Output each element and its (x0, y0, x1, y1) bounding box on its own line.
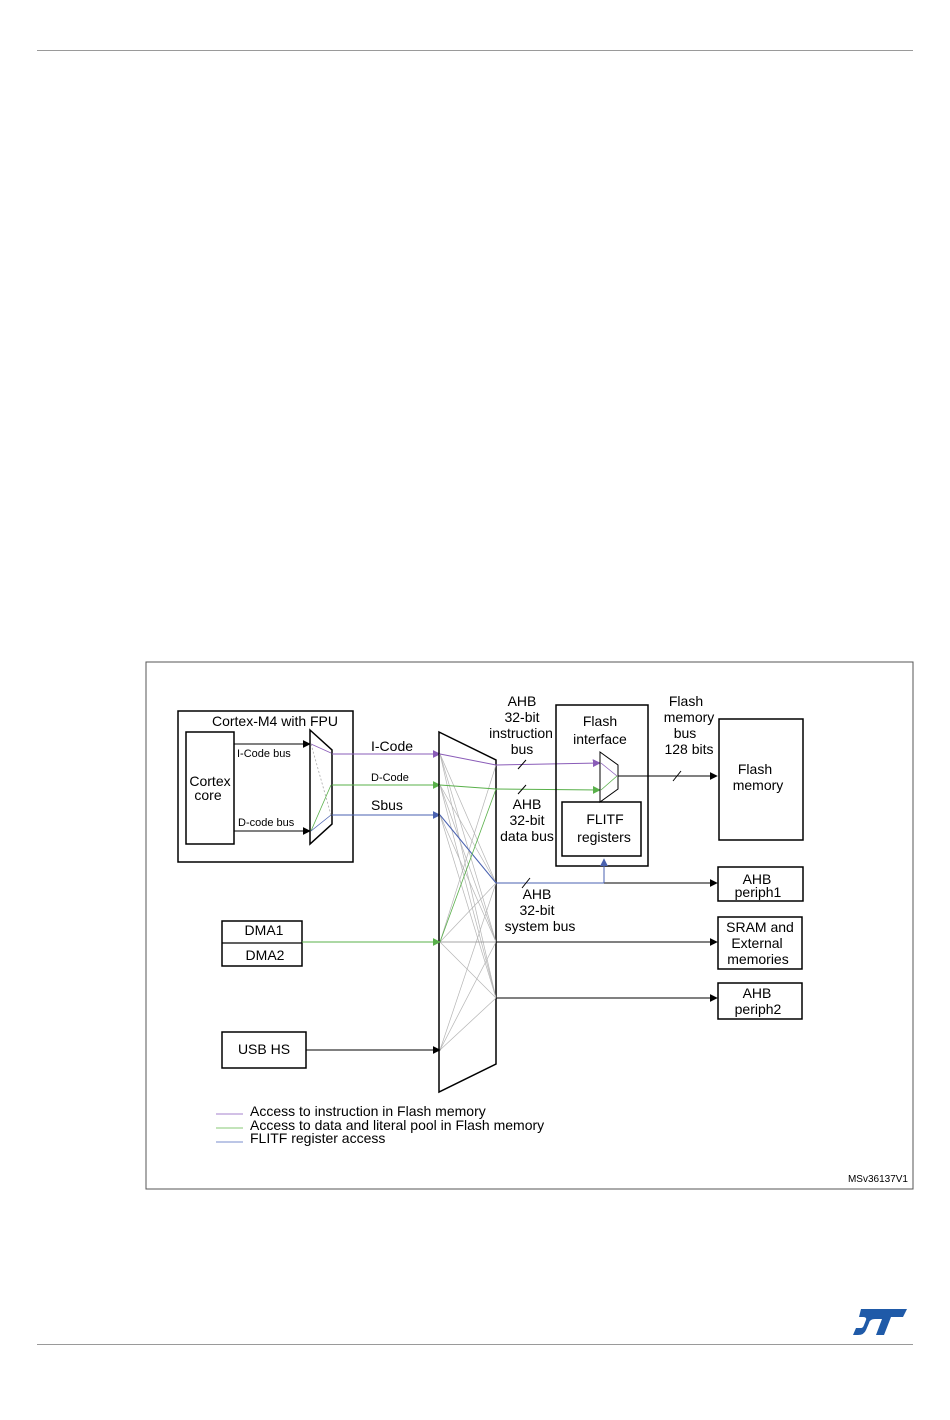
st-logo-icon (853, 1309, 907, 1335)
flitf-registers-label-2: registers (577, 829, 631, 845)
cortex-core-line2: core (194, 787, 221, 803)
ahb-data-bus-label-3: data bus (500, 828, 554, 844)
ahb-system-bus-label-2: 32-bit (519, 902, 554, 918)
flash-memory-bus-label-4: 128 bits (664, 741, 713, 757)
ahb-periph2-label-1: AHB (743, 985, 772, 1001)
flash-memory-block (718, 718, 804, 841)
ahb-data-bus-label-2: 32-bit (509, 812, 544, 828)
ahb-periph1-block (717, 866, 804, 902)
ahb-instruction-bus-label-1: AHB (508, 693, 537, 709)
sram-external-label-3: memories (727, 951, 788, 967)
legend-item-instruction: Access to instruction in Flash memory (250, 1103, 486, 1119)
flash-memory-label-1: Flash (738, 761, 772, 777)
legend-item-data: Access to data and literal pool in Flash… (250, 1117, 544, 1133)
usb-hs-label: USB HS (238, 1041, 290, 1057)
diagram-border (145, 661, 914, 1190)
flash-memory-bus-label-3: bus (674, 725, 697, 741)
flash-interface-label-2: interface (573, 731, 627, 747)
header-rule (37, 50, 913, 51)
ahb-instruction-bus-label-2: 32-bit (504, 709, 539, 725)
cortex-m4-block (177, 710, 354, 863)
ahb-system-bus-label-1: AHB (523, 886, 552, 902)
ahb-instruction-bus-label-4: bus (511, 741, 534, 757)
flash-memory-label-2: memory (733, 777, 784, 793)
bus-matrix-connections (439, 753, 497, 1051)
footer-rule (37, 1344, 913, 1345)
sram-external-label-2: External (731, 935, 782, 951)
flash-interface-mux (599, 751, 619, 803)
flash-memory-bus-label-1: Flash (669, 693, 703, 709)
cortex-core-line1: Cortex (189, 773, 230, 789)
dma1-label: DMA1 (245, 922, 284, 938)
dcode-label: D-Code (371, 772, 409, 784)
ahb-periph1-label-2: periph1 (735, 884, 782, 900)
sbus-label: Sbus (371, 797, 403, 813)
ahb-periph2-label-2: periph2 (735, 1001, 782, 1017)
figure-id: MSv36137V1 (848, 1174, 908, 1185)
dcode-bus-label: D-code bus (238, 817, 295, 829)
dma2-label: DMA2 (246, 947, 285, 963)
flash-memory-bus-label-2: memory (664, 709, 715, 725)
icode-bus-label: I-Code bus (237, 748, 291, 760)
flitf-registers-box (561, 801, 642, 857)
cortex-block-title: Cortex-M4 with FPU (212, 713, 338, 729)
cortex-core-box (185, 731, 235, 845)
sram-external-block (717, 916, 803, 970)
ahb-data-bus-line (495, 785, 601, 794)
ahb-periph2-block (717, 982, 803, 1020)
cortex-bus-mux (309, 728, 333, 846)
icode-label: I-Code (371, 738, 413, 754)
ahb-instruction-bus-line (495, 759, 601, 768)
flash-interface-label-1: Flash (583, 713, 617, 729)
ahb-instruction-bus-label-3: instruction (489, 725, 553, 741)
ahb-periph1-label-1: AHB (743, 871, 772, 887)
ahb-data-bus-label-1: AHB (513, 796, 542, 812)
ahb-system-bus-label-3: system bus (505, 918, 576, 934)
flitf-registers-label-1: FLITF (586, 811, 623, 827)
legend: Access to instruction in Flash memory Ac… (216, 1103, 544, 1146)
legend-item-register: FLITF register access (250, 1130, 385, 1146)
sram-external-label-1: SRAM and (726, 919, 794, 935)
bus-matrix (438, 730, 497, 1094)
